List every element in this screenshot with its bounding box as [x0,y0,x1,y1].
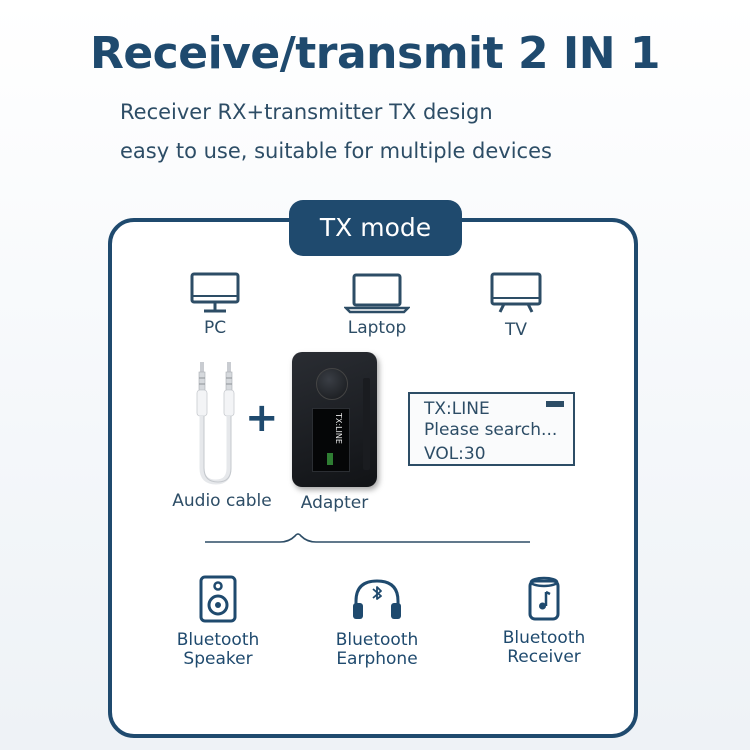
source-label: TV [504,320,527,340]
target-receiver: Bluetooth Receiver [496,575,592,667]
adapter-screen-text: TX:LINE [334,413,343,444]
laptop-icon [344,273,410,314]
display-line-1: TX:LINE [424,399,490,419]
plus-sign: + [245,395,279,441]
source-tv: TV [488,272,544,340]
source-label: Laptop [347,318,407,338]
adapter-side-bar [363,378,370,470]
audio-cable-icon [196,362,235,485]
target-label-line-1: Bluetooth [335,630,419,650]
subtitle-line-1: Receiver RX+transmitter TX design [120,100,493,124]
adapter-screen-indicator [327,453,333,465]
target-label-line-2: Earphone [336,649,418,669]
adapter-button-icon [316,368,348,400]
bluetooth-icon [372,586,382,600]
target-speaker: Bluetooth Speaker [170,575,266,669]
source-label: PC [203,318,227,338]
display-callout: TX:LINE Please search... VOL:30 [408,392,575,466]
target-label-line-1: Bluetooth [176,630,260,650]
cable-label: Audio cable [172,491,272,511]
display-line-2: Please search... [424,420,558,440]
source-laptop: Laptop [335,272,419,338]
mode-badge: TX mode [289,200,462,256]
music-note-icon [539,590,551,610]
target-label-line-2: Speaker [183,649,253,669]
adapter-screen: TX:LINE [312,408,350,472]
source-pc: PC [185,272,245,338]
battery-icon [546,401,564,407]
adapter-device: TX:LINE [292,352,377,487]
receiver-icon [528,576,560,621]
speaker-icon [199,575,237,623]
subtitle-line-2: easy to use, suitable for multiple devic… [120,139,552,163]
page-title: Receive/transmit 2 IN 1 [89,28,661,79]
tv-icon [490,272,542,313]
target-label-line-2: Receiver [507,647,581,667]
target-label-line-1: Bluetooth [502,628,586,648]
target-earphone: Bluetooth Earphone [327,575,427,669]
brace-divider [205,533,530,543]
pc-monitor-icon [190,272,240,313]
display-line-3: VOL:30 [424,444,486,464]
adapter-label: Adapter [300,493,369,513]
headphones-icon [353,579,401,619]
